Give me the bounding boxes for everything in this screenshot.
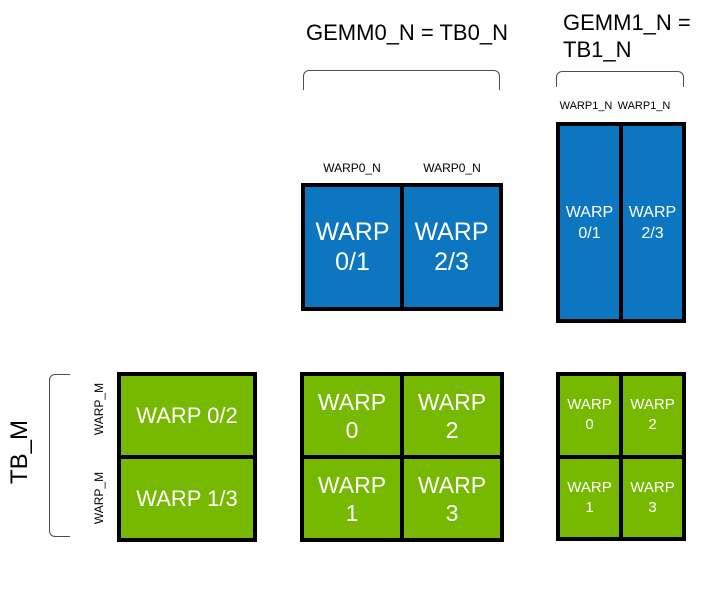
warp-tile-text: 2/3 (434, 248, 469, 276)
warp-tile-text: 3 (445, 499, 459, 526)
warp-tile-0-1: WARP 0/1 (305, 187, 400, 307)
warp-tile-text: WARP (567, 396, 612, 414)
warp-tile-text: 1 (345, 499, 359, 526)
tb-m-a-tile-grid: WARP 0/2 WARP 1/3 (117, 372, 257, 542)
warp-tile-text: WARP 1/3 (136, 485, 238, 511)
warp-tile-0-1: WARP 0/1 (560, 126, 619, 319)
warp-tile-0: WARP 0 (560, 376, 619, 455)
warp-tile-text: 3 (648, 498, 657, 516)
warp-tile-text: 0 (345, 416, 359, 443)
warp-tile-text: WARP (630, 478, 675, 496)
gemm0-n-title: GEMM0_N = TB0_N (306, 20, 508, 45)
gemm1-b-tile-grid: WARP 0/1 WARP 2/3 (556, 122, 686, 323)
warp0-n-label-right: WARP0_N (423, 161, 481, 175)
gemm0-accum-tile-grid: WARP 0 WARP 2 WARP 1 WARP 3 (300, 372, 504, 542)
warp-tile-text: 0/1 (578, 224, 601, 242)
warp-tile-1: WARP 1 (304, 459, 400, 538)
warp1-n-label-right: WARP1_N (617, 100, 671, 112)
warp-tile-0: WARP 0 (304, 376, 400, 455)
tb-m-bracket (49, 374, 70, 537)
gemm1-n-bracket (556, 71, 684, 87)
warp1-n-label-left: WARP1_N (559, 100, 613, 112)
warp-tile-text: WARP (315, 218, 390, 246)
warp-tile-text: 0 (585, 416, 594, 434)
warp-tile-text: WARP (567, 478, 612, 496)
warp-tile-text: WARP (317, 471, 387, 498)
warp-tile-text: WARP 0/2 (136, 402, 238, 428)
warp-tile-text: 1 (585, 498, 594, 516)
warp-tile-text: WARP (630, 396, 675, 414)
warp0-n-label-left: WARP0_N (323, 161, 381, 175)
gemm1-accum-tile-grid: WARP 0 WARP 2 WARP 1 WARP 3 (556, 372, 686, 541)
warp-tile-1: WARP 1 (560, 458, 619, 537)
warp-tile-1-3: WARP 1/3 (121, 459, 253, 538)
warp-tile-text: 2/3 (641, 224, 664, 242)
warp-tile-text: WARP (565, 203, 614, 221)
warp-m-label-bottom: WARP_M (92, 471, 106, 525)
warp-tile-2: WARP 2 (623, 376, 682, 455)
gemm1-n-title: GEMM1_N = TB1_N (563, 9, 713, 63)
warp-tile-text: WARP (414, 218, 489, 246)
warp-tile-text: 2 (445, 416, 459, 443)
warp-tile-2-3: WARP 2/3 (404, 187, 499, 307)
warp-tile-3: WARP 3 (623, 458, 682, 537)
warp-tile-0-2: WARP 0/2 (121, 376, 253, 455)
warp-tile-2: WARP 2 (404, 376, 500, 455)
warp-tile-text: 0/1 (335, 248, 370, 276)
warp-tile-3: WARP 3 (404, 459, 500, 538)
gemm1-n-title-line1: GEMM1_N = (563, 10, 691, 35)
warp-tile-text: 2 (648, 416, 657, 434)
warp-m-label-top: WARP_M (92, 382, 106, 436)
tb-m-axis-label: TB_M (6, 420, 33, 485)
warp-tile-text: WARP (317, 388, 387, 415)
warp-tile-text: WARP (417, 388, 487, 415)
gemm0-b-tile-grid: WARP 0/1 WARP 2/3 (301, 183, 503, 311)
warp-tile-text: WARP (417, 471, 487, 498)
warp-tile-2-3: WARP 2/3 (623, 126, 682, 319)
gemm0-n-bracket (303, 70, 500, 90)
warp-tile-text: WARP (628, 203, 677, 221)
gemm1-n-title-line2: TB1_N (563, 37, 632, 62)
